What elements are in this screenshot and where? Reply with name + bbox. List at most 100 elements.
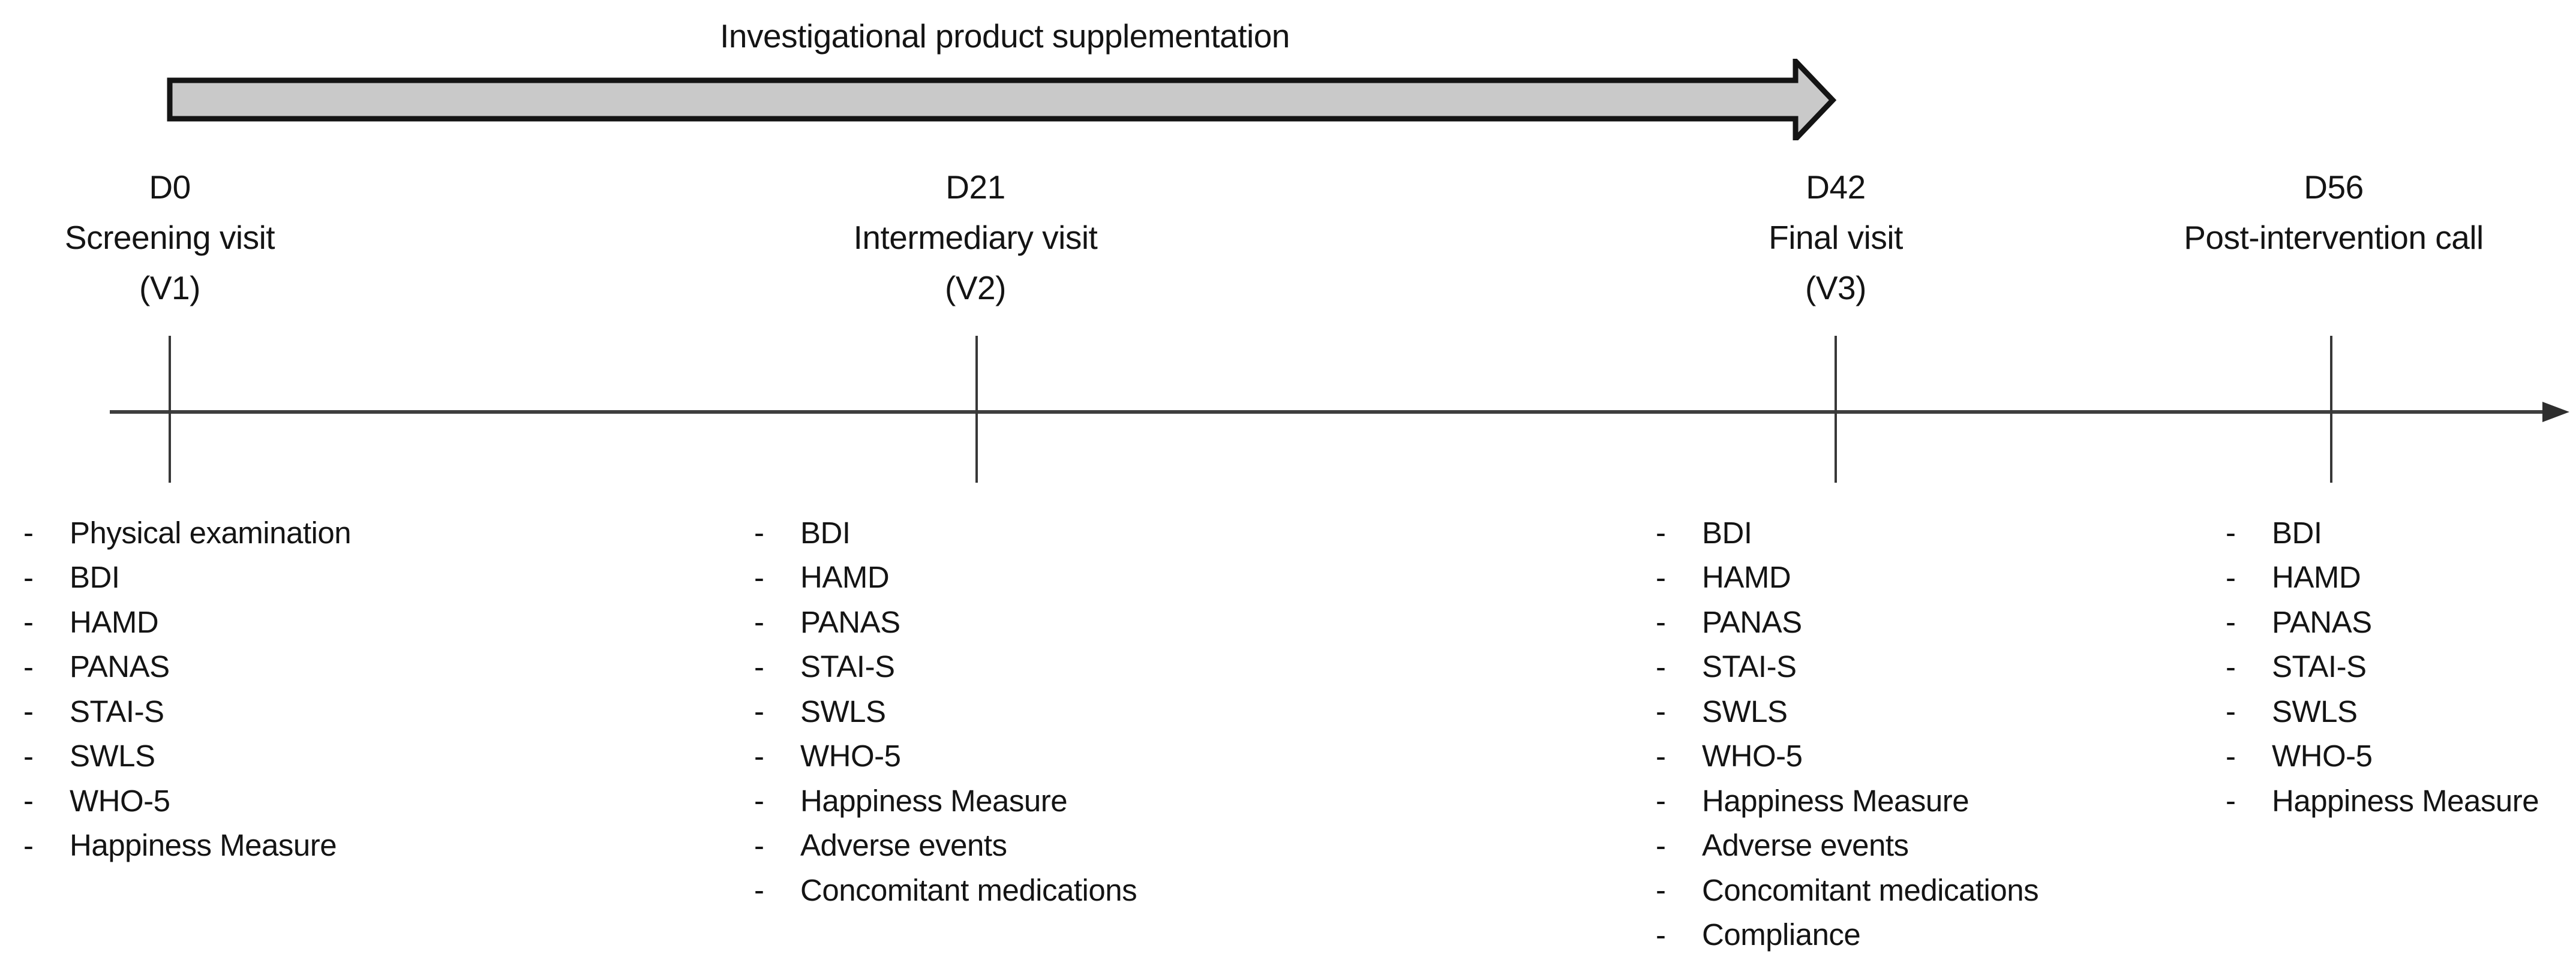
visit-day: D0 bbox=[149, 168, 191, 206]
dash-bullet: - bbox=[754, 515, 764, 550]
list-item: - WHO-5 bbox=[1656, 734, 2038, 779]
assessment-label: WHO-5 bbox=[70, 783, 170, 818]
list-item: - WHO-5 bbox=[2226, 734, 2539, 779]
visit-code: (V3) bbox=[1805, 269, 1866, 306]
dash-bullet: - bbox=[2226, 604, 2236, 639]
assessment-label: Concomitant medications bbox=[800, 872, 1137, 907]
list-item: -BDI bbox=[2226, 510, 2539, 555]
dash-bullet: - bbox=[754, 604, 764, 639]
dash-bullet: - bbox=[1656, 739, 1666, 774]
list-item: -Compliance bbox=[1656, 913, 2038, 958]
list-item: -HAMD bbox=[1656, 555, 2038, 600]
dash-bullet: - bbox=[23, 604, 34, 639]
list-item: - STAI-S bbox=[1656, 645, 2038, 690]
assessment-label: BDI bbox=[800, 515, 851, 550]
assessment-label: PANAS bbox=[70, 649, 170, 684]
dash-bullet: - bbox=[754, 828, 764, 863]
assessment-label: SWLS bbox=[1702, 694, 1788, 729]
list-item: - Happiness Measure bbox=[2226, 778, 2539, 823]
assessment-list-d21: -BDI -HAMD -PANAS -STAI-S -SWLS -WHO-5 -… bbox=[754, 510, 1137, 913]
dash-bullet: - bbox=[754, 783, 764, 818]
visit-day: D42 bbox=[1806, 168, 1866, 206]
dash-bullet: - bbox=[2226, 739, 2236, 774]
list-item: - Concomitant medications bbox=[1656, 868, 2039, 913]
assessment-label: Happiness Measure bbox=[70, 828, 337, 863]
dash-bullet: - bbox=[2226, 649, 2236, 684]
assessment-label: STAI-S bbox=[800, 649, 895, 684]
assessment-label: WHO-5 bbox=[2272, 739, 2373, 774]
visit-code: (V2) bbox=[945, 269, 1006, 306]
assessment-label: Concomitant medications bbox=[1702, 872, 2039, 907]
visit-name: Final visit bbox=[1769, 219, 1903, 256]
assessment-label: PANAS bbox=[800, 604, 900, 639]
dash-bullet: - bbox=[754, 739, 764, 774]
dash-bullet: - bbox=[754, 649, 764, 684]
assessment-label: HAMD bbox=[800, 560, 890, 595]
visit-name: Post-intervention call bbox=[2184, 219, 2484, 256]
visit-label-d21: D21 Intermediary visit (V2) bbox=[735, 162, 1215, 313]
dash-bullet: - bbox=[23, 649, 34, 684]
list-item: -WHO-5 bbox=[23, 778, 351, 823]
dash-bullet: - bbox=[1656, 783, 1666, 818]
dash-bullet: - bbox=[23, 560, 34, 595]
dash-bullet: - bbox=[23, 828, 34, 863]
assessment-label: Happiness Measure bbox=[2272, 783, 2539, 818]
assessment-label: BDI bbox=[1702, 515, 1752, 550]
assessment-label: BDI bbox=[2272, 515, 2322, 550]
visit-day: D56 bbox=[2304, 168, 2364, 206]
dash-bullet: - bbox=[2226, 783, 2236, 818]
assessment-label: PANAS bbox=[1702, 604, 1802, 639]
dash-bullet: - bbox=[1656, 604, 1666, 639]
dash-bullet: - bbox=[2226, 694, 2236, 729]
assessment-list-d56: -BDI -HAMD -PANAS -STAI-S -SWLS -WHO-5 -… bbox=[2226, 510, 2539, 823]
assessment-list-d0: -Physical examination -BDI -HAMD -PANAS … bbox=[23, 510, 352, 868]
list-item: - PANAS bbox=[754, 600, 1137, 645]
list-item: - BDI bbox=[754, 510, 1137, 555]
dash-bullet: - bbox=[1656, 872, 1666, 907]
assessment-label: WHO-5 bbox=[800, 739, 901, 774]
list-item: -PANAS bbox=[2226, 600, 2539, 645]
visit-label-d42: D42 Final visit (V3) bbox=[1596, 162, 2076, 313]
list-item: - Happiness Measure bbox=[754, 778, 1137, 823]
assessment-label: SWLS bbox=[800, 694, 886, 729]
dash-bullet: - bbox=[23, 694, 34, 729]
assessment-label: SWLS bbox=[70, 739, 155, 774]
list-item: -SWLS bbox=[1656, 689, 2038, 734]
visit-name: Intermediary visit bbox=[853, 219, 1098, 256]
list-item: -Physical examination bbox=[23, 510, 352, 555]
list-item: -HAMD bbox=[2226, 555, 2539, 600]
assessment-label: Adverse events bbox=[1702, 828, 1909, 863]
list-item: - Happiness Measure bbox=[23, 823, 351, 868]
dash-bullet: - bbox=[1656, 560, 1666, 595]
list-item: -HAMD bbox=[754, 555, 1137, 600]
list-item: - STAI-S bbox=[23, 689, 351, 734]
list-item: - SWLS bbox=[2226, 689, 2539, 734]
timeline-arrowhead-icon bbox=[2542, 402, 2569, 422]
assessment-label: WHO-5 bbox=[1702, 739, 1803, 774]
assessment-label: STAI-S bbox=[70, 694, 164, 729]
assessment-label: STAI-S bbox=[2272, 649, 2367, 684]
list-item: - HAMD bbox=[23, 600, 351, 645]
block-arrow-shape bbox=[167, 59, 1837, 140]
list-item: - Happiness Measure bbox=[1656, 778, 2038, 823]
list-item: -Adverse events bbox=[1656, 823, 2038, 868]
assessment-label: Happiness Measure bbox=[800, 783, 1068, 818]
timeline-axis bbox=[110, 336, 2569, 483]
assessment-label: Adverse events bbox=[800, 828, 1007, 863]
supplementation-arrow-icon bbox=[167, 59, 1837, 140]
assessment-label: SWLS bbox=[2272, 694, 2358, 729]
assessment-label: Happiness Measure bbox=[1702, 783, 1969, 818]
visit-code: (V1) bbox=[139, 269, 200, 306]
dash-bullet: - bbox=[1656, 649, 1666, 684]
assessment-label: Physical examination bbox=[70, 515, 352, 550]
visit-day: D21 bbox=[945, 168, 1005, 206]
assessment-label: HAMD bbox=[70, 604, 159, 639]
list-item: -Concomitant medications bbox=[754, 868, 1137, 913]
dash-bullet: - bbox=[1656, 515, 1666, 550]
list-item: - BDI bbox=[1656, 510, 2038, 555]
assessment-label: Compliance bbox=[1702, 917, 1861, 952]
assessment-label: STAI-S bbox=[1702, 649, 1797, 684]
list-item: - STAI-S bbox=[754, 645, 1137, 690]
assessment-label: HAMD bbox=[2272, 560, 2361, 595]
visit-label-d0: D0 Screening visit (V1) bbox=[0, 162, 410, 313]
